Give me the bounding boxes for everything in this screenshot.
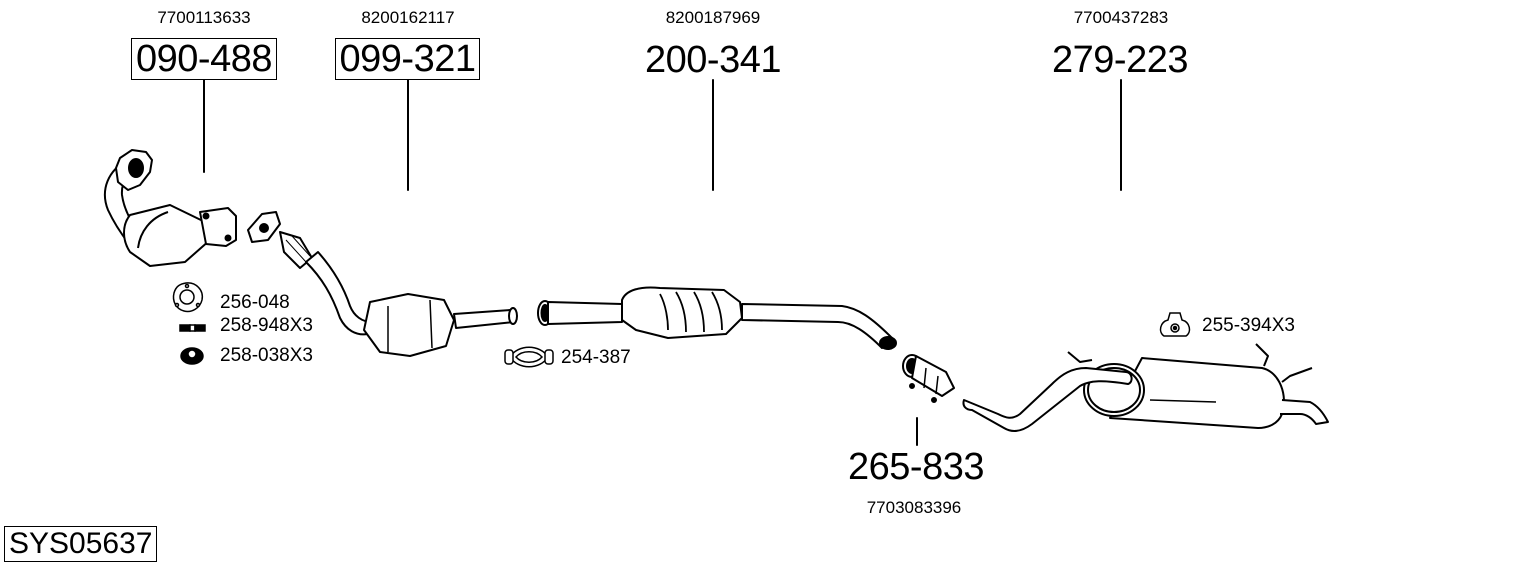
manifold-catalyst-090-488 <box>103 149 237 267</box>
oem-number-099-321: 8200162117 <box>361 8 455 27</box>
rear-silencer-279-223 <box>962 343 1329 432</box>
pipe-clamp-icon <box>504 346 554 368</box>
accessory-flange-nut-label[interactable]: 258-038X3 <box>220 345 313 366</box>
stud-bolt-icon <box>179 324 206 332</box>
connector-sleeve-265-833 <box>902 354 955 403</box>
oem-number-200-341: 8200187969 <box>665 8 761 27</box>
oem-number-090-488: 7700113633 <box>157 8 251 27</box>
part-number-200-341[interactable]: 200-341 <box>645 39 781 81</box>
gasket-icon <box>172 282 204 313</box>
system-code-label: SYS05637 <box>4 526 158 562</box>
part-number-090-488[interactable]: 090-488 <box>131 38 277 80</box>
part-number-099-321[interactable]: 099-321 <box>335 38 480 80</box>
accessory-pipe-clamp-label[interactable]: 254-387 <box>561 347 631 368</box>
accessory-gasket-label[interactable]: 256-048 <box>220 292 290 313</box>
oem-number-279-223: 7700437283 <box>1073 8 1169 27</box>
center-pipe-200-341 <box>537 286 897 350</box>
rubber-hanger-icon <box>1159 312 1191 337</box>
part-number-265-833[interactable]: 265-833 <box>848 446 984 488</box>
accessory-stud-bolt-label[interactable]: 258-948X3 <box>220 315 313 336</box>
oem-number-265-833: 7703083396 <box>866 498 962 517</box>
flange-nut-icon <box>180 347 204 365</box>
accessory-rubber-hanger-label[interactable]: 255-394X3 <box>1202 315 1295 336</box>
part-number-279-223[interactable]: 279-223 <box>1052 39 1188 81</box>
front-pipe-catalyst-099-321 <box>247 211 518 357</box>
